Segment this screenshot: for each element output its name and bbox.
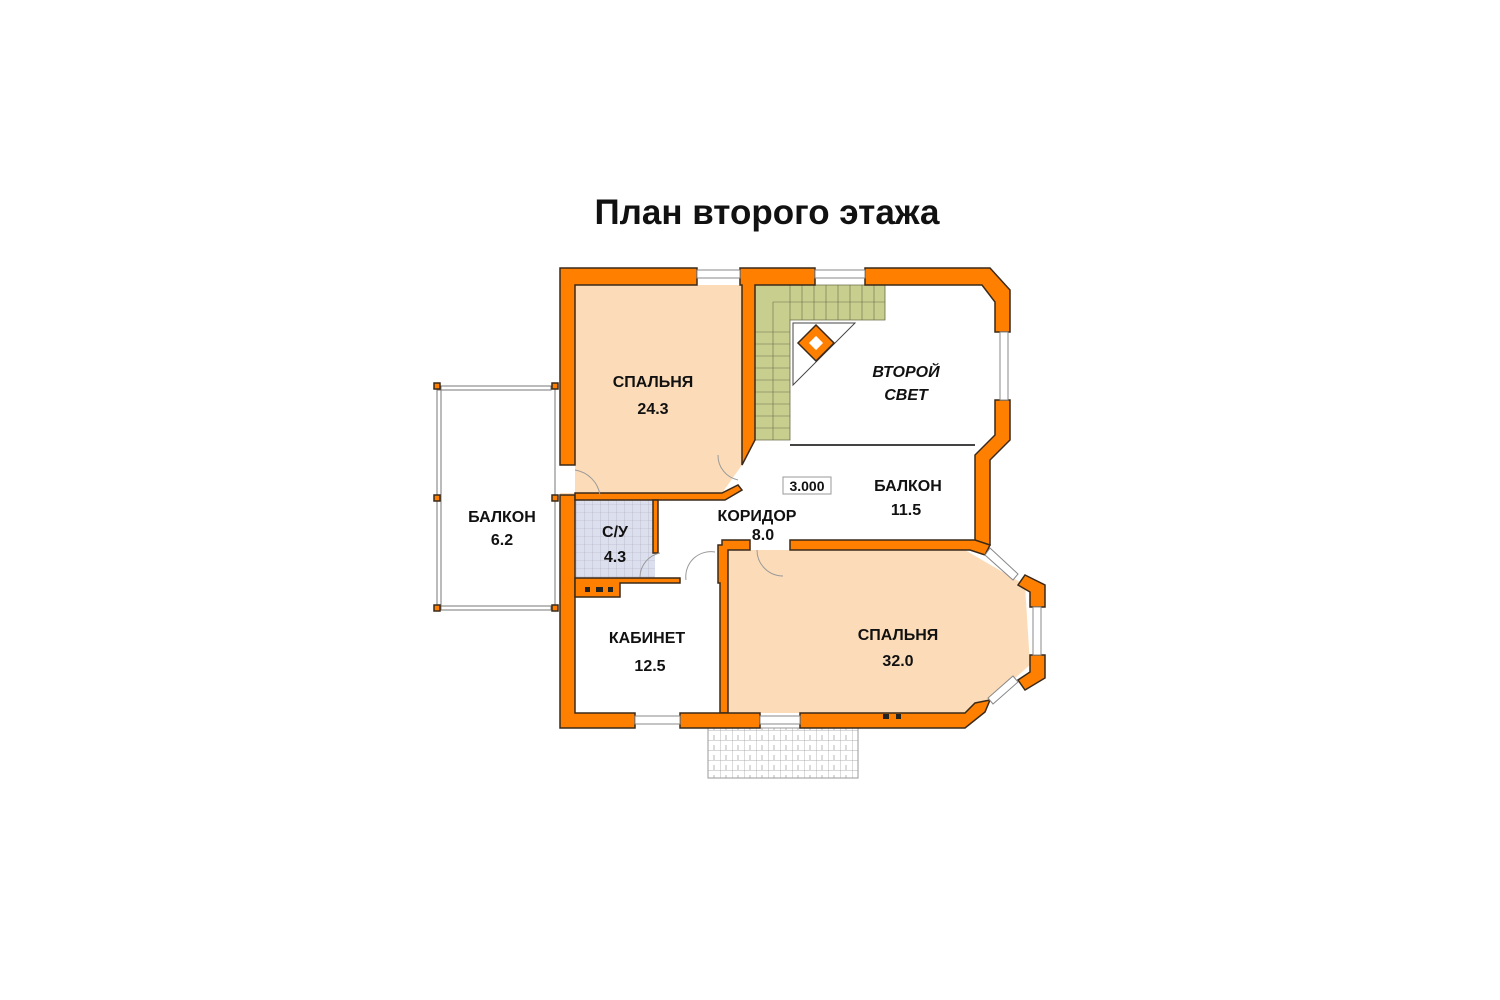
room-name-bedroom-2: СПАЛЬНЯ <box>858 627 939 644</box>
room-area-bathroom: 4.3 <box>604 549 626 566</box>
room-name-corridor: КОРИДОР <box>718 508 797 525</box>
room-area-study: 12.5 <box>634 658 665 675</box>
bedroom-2-floor <box>728 550 1030 713</box>
bathroom-floor <box>575 500 655 580</box>
room-area-corridor: 8.0 <box>752 527 774 544</box>
doors <box>574 454 784 581</box>
room-area-balcony-right: 11.5 <box>891 502 921 519</box>
room-area-balcony-left: 6.2 <box>491 532 513 549</box>
second-light-line1: ВТОРОЙ <box>872 361 940 381</box>
stairs <box>754 284 886 441</box>
walls <box>559 267 1046 729</box>
room-name-bathroom: С/У <box>602 524 629 541</box>
room-name-balcony-left: БАЛКОН <box>468 509 536 526</box>
level-mark: 3.000 <box>789 478 824 494</box>
room-name-bedroom-1: СПАЛЬНЯ <box>613 374 694 391</box>
balcony-left-railing <box>433 382 559 612</box>
room-name-study: КАБИНЕТ <box>609 630 686 647</box>
porch-steps <box>707 727 859 779</box>
room-area-bedroom-2: 32.0 <box>882 653 913 670</box>
bedroom-1-floor <box>575 285 742 493</box>
second-light-line2: СВЕТ <box>884 387 929 404</box>
windows <box>634 269 1042 725</box>
room-name-balcony-right: БАЛКОН <box>874 478 942 495</box>
room-area-bedroom-1: 24.3 <box>637 401 668 418</box>
level-mark-box <box>782 476 832 495</box>
stair-steps <box>755 285 885 440</box>
ventilation-ducts <box>585 587 901 719</box>
plan-title: План второго этажа <box>595 193 941 232</box>
